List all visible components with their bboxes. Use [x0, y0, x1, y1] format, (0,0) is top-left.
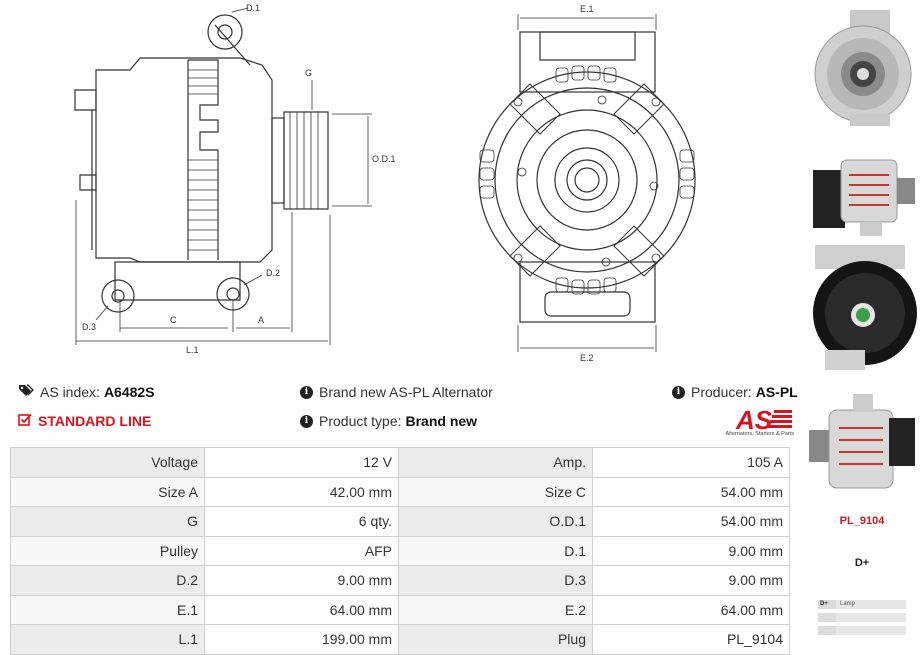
spec-label: Size C — [398, 476, 593, 507]
as-index-label: AS index: — [40, 384, 100, 400]
plug-legend: D+ Lamp — [818, 600, 906, 639]
spec-label: Voltage — [10, 447, 205, 478]
spec-label: Pulley — [10, 535, 205, 566]
product-gallery: PL_9104 D+ D+ Lamp — [800, 0, 924, 655]
info-icon: i — [672, 385, 685, 399]
info-icon: i — [300, 414, 313, 428]
legend-key — [818, 613, 836, 622]
legend-value — [837, 626, 906, 635]
product-photo-rear[interactable] — [805, 245, 919, 370]
product-type-value: Brand new — [405, 413, 478, 429]
legend-key — [818, 626, 836, 635]
product-photo-side[interactable] — [805, 150, 919, 240]
product-photo-plug-side[interactable] — [805, 392, 919, 502]
dim-label-d3: D.3 — [82, 322, 96, 332]
spec-label: L.1 — [10, 624, 205, 655]
dim-label-g: G — [305, 68, 312, 78]
legend-key: D+ — [818, 600, 836, 609]
spec-label: O.D.1 — [398, 506, 593, 537]
spec-value: 6 qty. — [204, 506, 399, 537]
info-icon: i — [300, 385, 313, 399]
dim-label-a: A — [258, 315, 264, 325]
dim-label-od1: O.D.1 — [372, 154, 396, 164]
spec-label: D.1 — [398, 535, 593, 566]
spec-label: D.2 — [10, 565, 205, 596]
spec-value: 9.00 mm — [204, 565, 399, 596]
spec-label: Size A — [10, 476, 205, 507]
plug-code: PL_9104 — [839, 515, 885, 527]
svg-text:AS: AS — [735, 405, 773, 432]
standard-line-text: STANDARD LINE — [38, 413, 152, 429]
check-square-icon — [18, 413, 32, 429]
as-pl-logo: AS Alternators, Starters & Parts — [714, 404, 794, 440]
dim-label-e2: E.2 — [580, 353, 594, 363]
plug-terminal: D+ — [854, 557, 870, 569]
spec-label: G — [10, 506, 205, 537]
standard-line: STANDARD LINE — [18, 413, 151, 429]
spec-label: Amp. — [398, 447, 593, 478]
spec-value: 199.00 mm — [204, 624, 399, 655]
legend-value — [837, 613, 906, 622]
spec-value: 9.00 mm — [592, 565, 790, 596]
spec-value: PL_9104 — [592, 624, 790, 655]
dim-label-d2: D.2 — [266, 268, 280, 278]
spec-value: 54.00 mm — [592, 476, 790, 507]
legend-row — [818, 626, 906, 635]
legend-row — [818, 613, 906, 622]
technical-drawing: D.1 G O.D.1 D.2 D.3 C A L.1 E.1 E.2 — [0, 0, 800, 375]
product-type-label: Product type: — [319, 413, 402, 429]
brand-text: Brand new AS-PL Alternator — [319, 384, 493, 400]
dim-label-e1: E.1 — [580, 4, 594, 14]
spec-label: E.1 — [10, 594, 205, 625]
spec-label: Plug — [398, 624, 593, 655]
spec-label: D.3 — [398, 565, 593, 596]
producer-info: i Producer: AS-PL — [672, 384, 798, 400]
legend-row: D+ Lamp — [818, 600, 906, 609]
alternator-dimension-drawing: D.1 G O.D.1 D.2 D.3 C A L.1 E.1 E.2 — [74, 3, 696, 363]
producer-value: AS-PL — [755, 384, 798, 400]
as-pl-logo-mark: AS — [735, 405, 792, 435]
spec-value: 64.00 mm — [204, 594, 399, 625]
spec-label: E.2 — [398, 594, 593, 625]
logo-tagline: Alternators, Starters & Parts — [725, 431, 794, 437]
spec-value: 42.00 mm — [204, 476, 399, 507]
as-index: AS index: A6482S — [18, 384, 155, 400]
legend-value: Lamp — [840, 601, 856, 607]
dim-label-c: C — [170, 315, 177, 325]
spec-value: 54.00 mm — [592, 506, 790, 537]
producer-label: Producer: — [691, 384, 752, 400]
spec-value: 12 V — [204, 447, 399, 478]
dim-label-l1: L.1 — [186, 345, 199, 355]
product-type: i Product type: Brand new — [300, 413, 477, 429]
spec-value: 64.00 mm — [592, 594, 790, 625]
dim-label-d1: D.1 — [246, 3, 260, 13]
as-index-value: A6482S — [103, 384, 155, 400]
brand-info: i Brand new AS-PL Alternator — [300, 384, 493, 400]
spec-value: AFP — [204, 535, 399, 566]
tags-icon — [18, 384, 34, 400]
spec-value: 9.00 mm — [592, 535, 790, 566]
product-photo-front[interactable] — [805, 8, 919, 126]
spec-value: 105 A — [592, 447, 790, 478]
